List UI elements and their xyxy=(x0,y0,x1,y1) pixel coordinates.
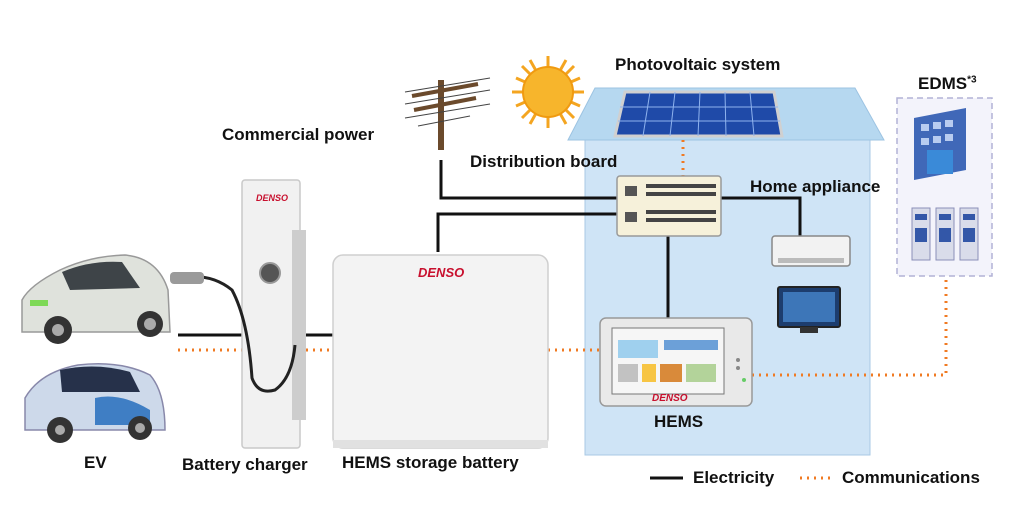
photovoltaic-label: Photovoltaic system xyxy=(615,55,781,74)
sun-icon xyxy=(512,56,584,128)
television-icon xyxy=(777,286,841,333)
utility-pole-icon xyxy=(404,77,491,150)
battery-charger-label: Battery charger xyxy=(182,455,308,474)
air-conditioner-icon xyxy=(771,235,851,267)
edms-label: EDMS*3 xyxy=(918,74,977,94)
solar-panel-icon xyxy=(613,90,784,138)
storage-battery-label: HEMS storage battery xyxy=(342,453,519,472)
hems-monitor-icon xyxy=(599,317,753,407)
home-appliance-label: Home appliance xyxy=(750,177,881,196)
battery-charger-icon xyxy=(170,179,306,449)
elec-line-appliance xyxy=(720,196,802,236)
edms-server-icon xyxy=(911,108,979,261)
ev-car-icon xyxy=(21,254,171,344)
legend-electricity-label: Electricity xyxy=(693,468,775,487)
legend-communications-label: Communications xyxy=(842,468,980,487)
hems-label: HEMS xyxy=(654,412,704,431)
comm-line-edms xyxy=(752,280,948,377)
elec-line-battery xyxy=(436,212,618,252)
battery-brand: DENSO xyxy=(418,265,465,280)
commercial-power-label: Commercial power xyxy=(222,125,375,144)
ev-car-icon-2 xyxy=(24,363,166,443)
charger-brand: DENSO xyxy=(256,193,289,203)
storage-battery-icon xyxy=(332,254,549,449)
hems-brand: DENSO xyxy=(652,393,688,404)
ev-label: EV xyxy=(84,453,107,472)
elec-line-commercial xyxy=(439,160,618,200)
communication-lines xyxy=(178,140,948,377)
distribution-board-icon xyxy=(616,175,722,237)
edms-label-superscript: *3 xyxy=(967,74,977,86)
edms-label-text: EDMS xyxy=(918,74,968,93)
distribution-board-label: Distribution board xyxy=(470,152,618,171)
